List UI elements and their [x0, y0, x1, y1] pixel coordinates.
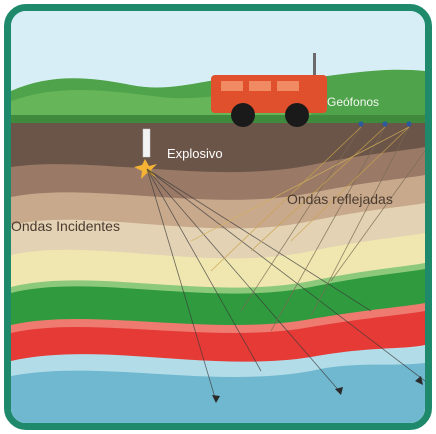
layer-cream [11, 229, 425, 288]
label-explosivo: Explosivo [167, 146, 223, 161]
layer-topsoil [11, 121, 425, 173]
mast [313, 53, 316, 93]
layer-green-light [11, 256, 425, 294]
geophone-icon [358, 121, 412, 127]
seismic-diagram [11, 11, 425, 423]
reflected-waves [190, 126, 425, 332]
layer-red-top [11, 301, 425, 333]
layer-red [11, 307, 425, 362]
incident-waves [146, 168, 425, 402]
label-ondas-incidentes: Ondas Incidentes [11, 218, 120, 234]
label-ondas-reflejadas: Ondas reflejadas [287, 191, 393, 207]
diagram-frame: Geófonos Explosivo Ondas Incidentes Onda… [4, 4, 432, 430]
wave-arrowheads [212, 376, 423, 403]
label-geofonos: Geófonos [327, 95, 380, 109]
borehole [142, 128, 151, 158]
truck-icon [211, 75, 327, 127]
ground-strip [11, 115, 425, 123]
